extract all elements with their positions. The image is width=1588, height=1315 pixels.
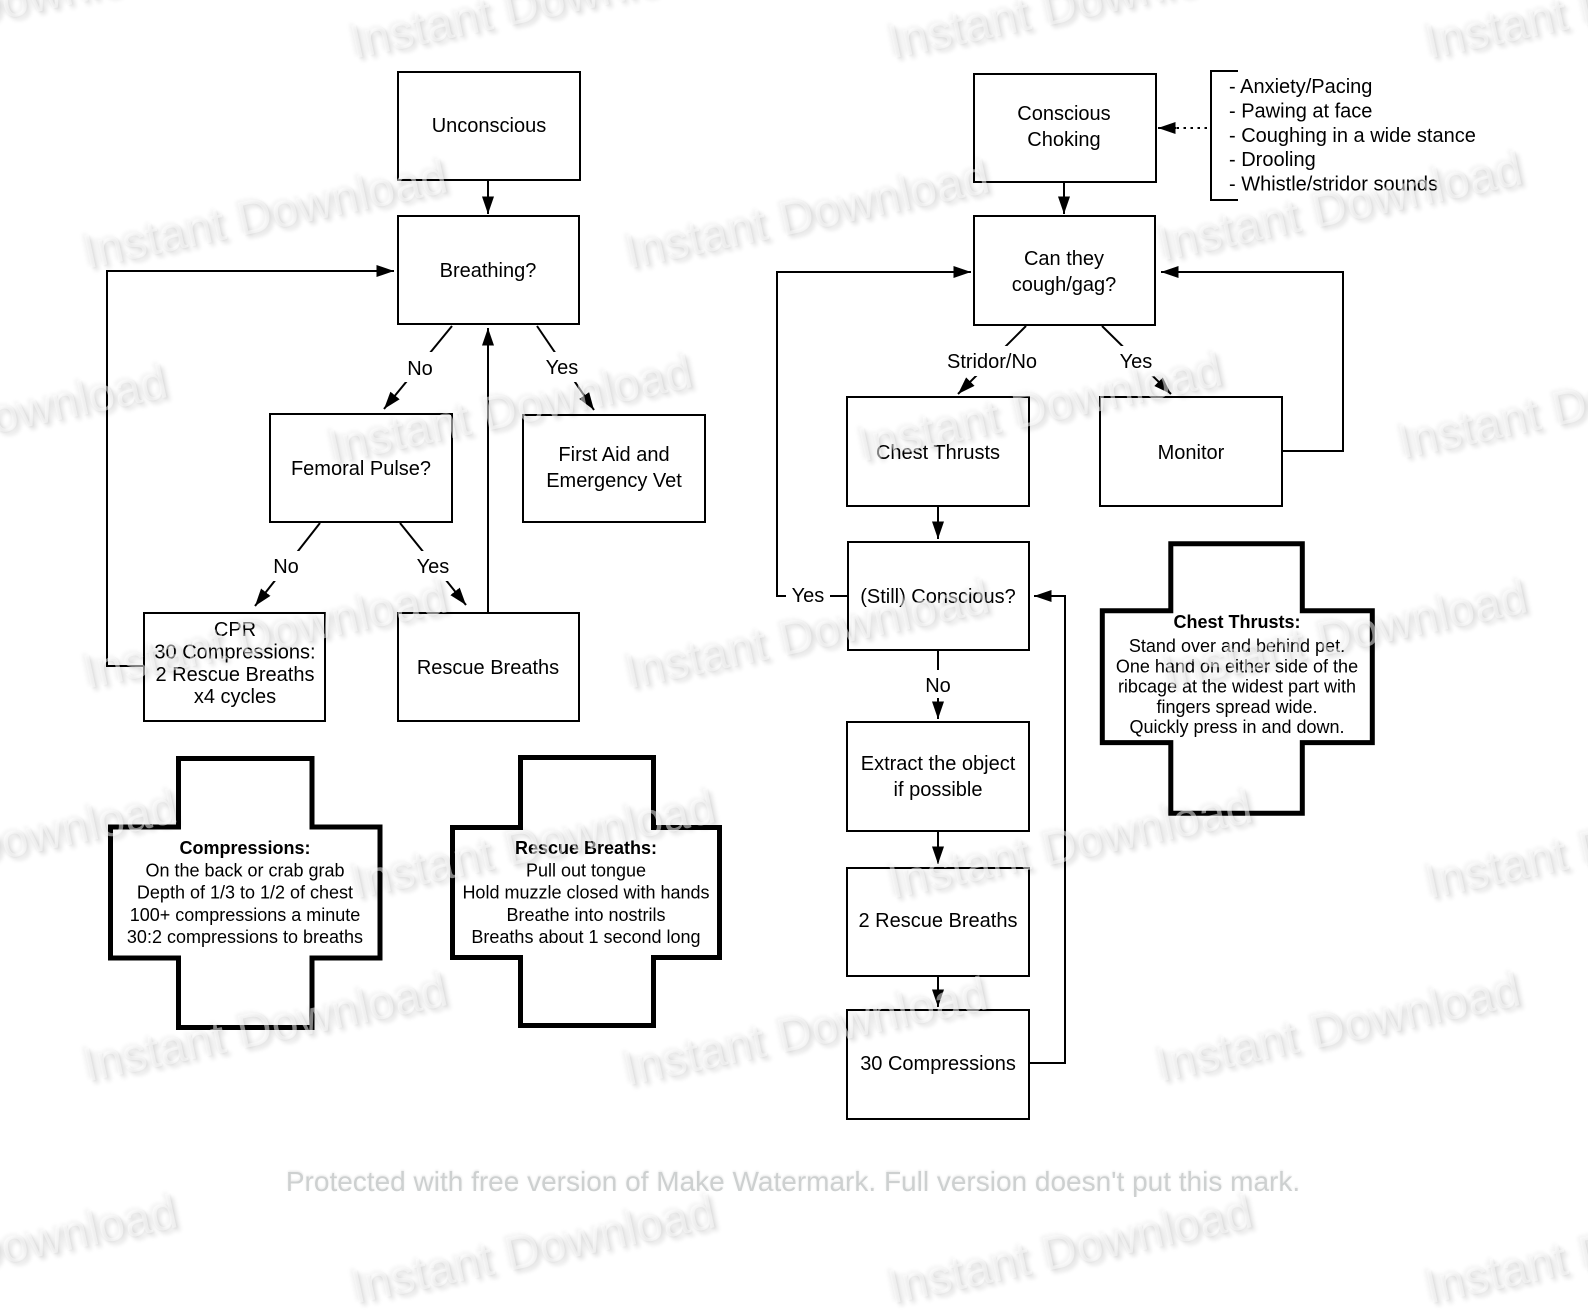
svg-text:Rescue Breaths: Rescue Breaths [417,657,559,679]
svg-text:Yes: Yes [417,556,450,578]
svg-text:Unconscious: Unconscious [432,115,547,137]
svg-text:Monitor: Monitor [1158,442,1225,464]
svg-text:- Pawing at face: - Pawing at face [1229,100,1372,122]
svg-text:Compressions:: Compressions: [179,838,310,858]
svg-text:Stridor/No: Stridor/No [947,351,1037,373]
svg-text:Breathing?: Breathing? [440,260,537,282]
svg-text:Chest Thrusts:: Chest Thrusts: [1173,612,1300,632]
svg-text:No: No [273,556,299,578]
svg-text:Quickly press in and down.: Quickly press in and down. [1129,717,1344,737]
svg-text:100+ compressions a minute: 100+ compressions a minute [130,905,361,925]
svg-text:No: No [407,358,433,380]
svg-text:On the back or crab grab: On the back or crab grab [145,860,344,880]
svg-text:Pull out tongue: Pull out tongue [526,860,646,880]
svg-text:Yes: Yes [792,585,825,607]
svg-text:if possible: if possible [894,779,983,801]
svg-text:30 Compressions: 30 Compressions [860,1053,1016,1075]
svg-text:30:2 compressions to breaths: 30:2 compressions to breaths [127,927,363,947]
svg-text:Breaths about 1 second long: Breaths about 1 second long [471,927,700,947]
svg-text:Emergency Vet: Emergency Vet [546,470,682,492]
svg-text:- Whistle/stridor sounds: - Whistle/stridor sounds [1229,174,1438,196]
svg-text:- Anxiety/Pacing: - Anxiety/Pacing [1229,76,1372,98]
svg-text:Depth of 1/3 to 1/2 of chest: Depth of 1/3 to 1/2 of chest [137,883,353,903]
svg-text:(Still) Conscious?: (Still) Conscious? [860,586,1016,608]
svg-text:Hold muzzle closed with hands: Hold muzzle closed with hands [462,883,709,903]
svg-text:30 Compressions:: 30 Compressions: [154,641,315,663]
svg-text:- Coughing in a wide stance: - Coughing in a wide stance [1229,125,1476,147]
svg-text:Yes: Yes [546,357,579,379]
svg-text:Choking: Choking [1027,129,1100,151]
svg-text:2 Rescue Breaths: 2 Rescue Breaths [156,664,315,686]
svg-text:- Drooling: - Drooling [1229,149,1316,171]
svg-text:ribcage at the widest part wit: ribcage at the widest part with [1118,677,1356,697]
svg-text:Femoral Pulse?: Femoral Pulse? [291,458,431,480]
svg-text:2 Rescue Breaths: 2 Rescue Breaths [859,910,1018,932]
svg-text:CPR: CPR [214,619,256,641]
svg-text:Stand over and behind pet.: Stand over and behind pet. [1129,636,1345,656]
svg-text:No: No [925,675,951,697]
svg-text:First Aid and: First Aid and [558,444,669,466]
svg-text:Yes: Yes [1120,351,1153,373]
svg-text:Chest Thrusts: Chest Thrusts [876,442,1000,464]
svg-text:cough/gag?: cough/gag? [1012,274,1117,296]
svg-text:Breathe into nostrils: Breathe into nostrils [506,905,665,925]
svg-text:Rescue Breaths:: Rescue Breaths: [515,838,657,858]
svg-text:Can they: Can they [1024,248,1104,270]
svg-text:Extract the object: Extract the object [861,753,1016,775]
svg-text:fingers spread wide.: fingers spread wide. [1156,697,1317,717]
svg-text:x4 cycles: x4 cycles [194,686,276,708]
svg-text:Conscious: Conscious [1017,103,1110,125]
svg-text:One hand on either side of the: One hand on either side of the [1116,656,1358,676]
